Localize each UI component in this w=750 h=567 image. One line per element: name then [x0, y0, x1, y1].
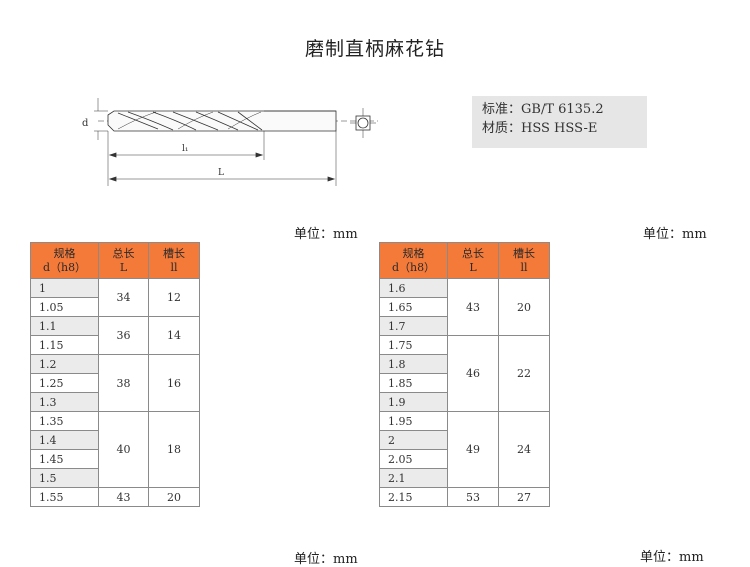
- table-row: 1.05: [30, 297, 200, 317]
- flute-length-cell: 16: [148, 354, 200, 412]
- drill-drawing: d l₁ L: [82, 98, 378, 186]
- table-row: 2.1: [379, 468, 550, 488]
- L-label: L: [218, 168, 224, 178]
- total-length-cell: 36: [98, 316, 149, 355]
- diameter-cell: 1.35: [30, 411, 99, 431]
- table-row: 1.7: [379, 316, 550, 336]
- diameter-cell: 1.55: [30, 487, 99, 507]
- table-row: 2: [379, 430, 550, 450]
- standard-text: 标准：GB/T 6135.2: [482, 102, 604, 117]
- unit-label: 单位：mm: [294, 552, 358, 567]
- diameter-cell: 1.85: [379, 373, 448, 393]
- table-row: 1.15: [30, 335, 200, 355]
- total-length-cell: 46: [447, 335, 499, 412]
- diameter-cell: 1.9: [379, 392, 448, 412]
- diameter-cell: 1.95: [379, 411, 448, 431]
- flute-length-cell: 20: [148, 487, 200, 507]
- diameter-cell: 1.15: [30, 335, 99, 355]
- page-title: 磨制直柄麻花钻: [304, 38, 445, 60]
- diameter-cell: 1.3: [30, 392, 99, 412]
- diameter-cell: 2.1: [379, 468, 448, 488]
- unit-label: 单位：mm: [640, 550, 704, 565]
- flute-length-cell: 14: [148, 316, 200, 355]
- total-length-cell: 49: [447, 411, 499, 488]
- diameter-cell: 2.05: [379, 449, 448, 469]
- table-row: 1.5: [30, 468, 200, 488]
- material-text: 材质：HSS HSS-E: [482, 121, 598, 136]
- flute-length-cell: 24: [498, 411, 550, 488]
- flute-length-cell: 27: [498, 487, 550, 507]
- total-length-cell: 38: [98, 354, 149, 412]
- d-label: d: [82, 118, 89, 129]
- diameter-cell: 1.45: [30, 449, 99, 469]
- diameter-cell: 2: [379, 430, 448, 450]
- diameter-cell: 2.15: [379, 487, 448, 507]
- total-length-cell: 53: [447, 487, 499, 507]
- l1-label: l₁: [182, 144, 189, 154]
- diameter-cell: 1.65: [379, 297, 448, 317]
- table-row: 1.4: [30, 430, 200, 450]
- flute-length-cell: 22: [498, 335, 550, 412]
- spec-box: 标准：GB/T 6135.2 材质：HSS HSS-E: [472, 96, 647, 148]
- total-length-cell: 43: [98, 487, 149, 507]
- diameter-cell: 1.6: [379, 278, 448, 298]
- unit-label: 单位：mm: [643, 227, 707, 242]
- diameter-cell: 1.05: [30, 297, 99, 317]
- diameter-cell: 1.8: [379, 354, 448, 374]
- flute-length-cell: 12: [148, 278, 200, 317]
- diameter-cell: 1.75: [379, 335, 448, 355]
- total-length-cell: 40: [98, 411, 149, 488]
- flute-length-cell: 20: [498, 278, 550, 336]
- diameter-cell: 1: [30, 278, 99, 298]
- total-length-cell: 34: [98, 278, 149, 317]
- unit-label: 单位：mm: [294, 227, 358, 242]
- diameter-cell: 1.7: [379, 316, 448, 336]
- diameter-cell: 1.5: [30, 468, 99, 488]
- diameter-cell: 1.25: [30, 373, 99, 393]
- total-length-cell: 43: [447, 278, 499, 336]
- diameter-cell: 1.1: [30, 316, 99, 336]
- diameter-cell: 1.4: [30, 430, 99, 450]
- diameter-cell: 1.2: [30, 354, 99, 374]
- flute-length-cell: 18: [148, 411, 200, 488]
